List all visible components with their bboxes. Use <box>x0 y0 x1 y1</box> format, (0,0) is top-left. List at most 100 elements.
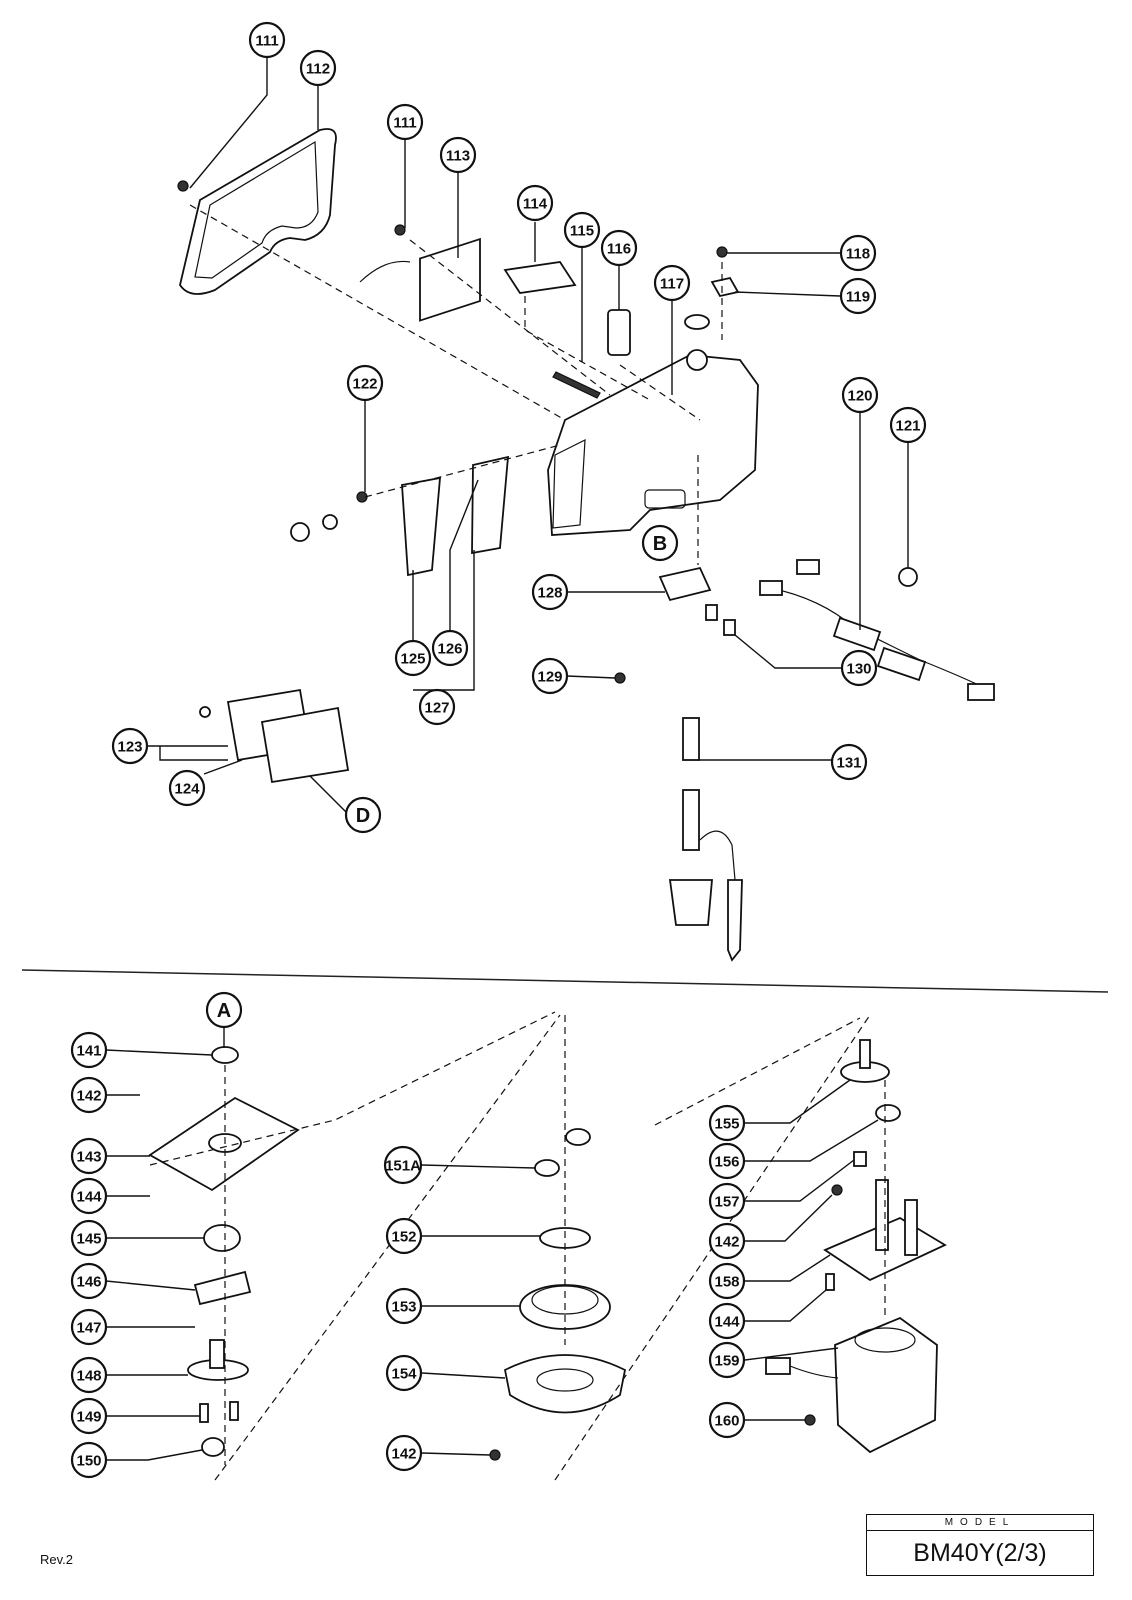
callout-number: 150 <box>76 1453 101 1470</box>
callout-number: 111 <box>255 33 278 50</box>
callout-circle <box>653 264 691 302</box>
callout-circle <box>70 1219 108 1257</box>
align-line-9 <box>214 1014 561 1481</box>
leader-156 <box>745 1119 879 1162</box>
callout-number: 117 <box>660 276 684 293</box>
callout-circle <box>439 136 477 174</box>
callout-147: 147 <box>70 1308 108 1346</box>
callout-144: 144 <box>70 1177 108 1215</box>
callout-142: 142 <box>385 1434 423 1472</box>
callout-142: 142 <box>70 1076 108 1114</box>
callout-d: D <box>344 796 382 834</box>
callout-123: 123 <box>111 727 149 765</box>
section-divider <box>21 969 1109 993</box>
callout-125: 125 <box>394 639 432 677</box>
callout-number: 114 <box>523 196 548 213</box>
callout-circle <box>708 1262 746 1300</box>
bearing-145 <box>203 1224 241 1252</box>
callout-number: 125 <box>400 651 425 668</box>
callout-number: 144 <box>714 1314 740 1331</box>
align-line-2 <box>409 239 611 396</box>
callout-number: 123 <box>117 739 142 756</box>
callout-b: B <box>641 524 679 562</box>
callout-number: 160 <box>714 1413 739 1430</box>
callout-circle <box>516 184 554 222</box>
callout-number: 119 <box>846 289 870 306</box>
motor-159 <box>834 1316 938 1454</box>
harness-120-sleeve <box>832 616 882 652</box>
callout-119: 119 <box>839 277 877 315</box>
callout-circle <box>70 1441 108 1479</box>
callout-124: 124 <box>168 769 206 807</box>
callout-circle <box>840 649 878 687</box>
callout-number: 157 <box>714 1194 739 1211</box>
align-line-4 <box>619 364 701 421</box>
callout-number: 143 <box>76 1149 101 1166</box>
circuit-board-113 <box>419 237 481 322</box>
leader-144b <box>745 1289 827 1322</box>
callout-number: 113 <box>446 148 470 165</box>
leader-130 <box>734 634 842 669</box>
callout-number: 128 <box>537 585 562 602</box>
callout-143: 143 <box>70 1137 108 1175</box>
ground-lug <box>727 879 743 962</box>
bearing-150 <box>201 1437 225 1457</box>
gasket-112-inner <box>194 140 319 279</box>
revision-label: Rev.2 <box>40 1552 73 1567</box>
callout-116: 116 <box>600 229 638 267</box>
align-line-1 <box>189 204 566 421</box>
callout-159: 159 <box>708 1341 746 1379</box>
pin-144-b <box>825 1273 835 1291</box>
callout-circle <box>839 277 877 315</box>
callout-circle <box>531 657 569 695</box>
callout-circle <box>708 1104 746 1142</box>
callout-114: 114 <box>516 184 554 222</box>
callout-142: 142 <box>708 1222 746 1260</box>
callout-149: 149 <box>70 1397 108 1435</box>
callout-circle <box>205 991 243 1029</box>
callout-113: 113 <box>439 136 477 174</box>
callout-circle <box>830 743 868 781</box>
callout-number: 112 <box>306 61 330 78</box>
callout-158: 158 <box>708 1262 746 1300</box>
cord-131 <box>682 717 700 761</box>
callout-number: 142 <box>391 1446 416 1463</box>
callout-circle <box>708 1142 746 1180</box>
leader-119 <box>734 291 841 297</box>
callout-number: 153 <box>391 1299 416 1316</box>
screw-129 <box>614 672 626 684</box>
callout-number: 155 <box>714 1116 739 1133</box>
cord-131-lower <box>682 789 700 851</box>
clip-121 <box>898 567 918 587</box>
callout-number: 120 <box>847 388 872 405</box>
callout-number: 158 <box>714 1274 739 1291</box>
callout-circle <box>839 234 877 272</box>
nut-left <box>290 522 310 542</box>
washer-left <box>322 514 338 530</box>
callout-number: 121 <box>895 418 920 435</box>
callout-number: 149 <box>76 1409 101 1426</box>
gear-151A-a <box>534 1159 560 1177</box>
callout-number: 116 <box>607 241 631 258</box>
callout-number: A <box>217 1000 231 1022</box>
leader-151A <box>421 1164 536 1169</box>
callout-number: 152 <box>391 1229 416 1246</box>
callout-circle <box>841 376 879 414</box>
board-wires <box>359 260 411 283</box>
callout-number: B <box>653 533 667 555</box>
leader-159 <box>744 1347 839 1361</box>
leader-155 <box>745 1079 851 1124</box>
callout-circle <box>346 364 384 402</box>
screw-115 <box>552 371 601 399</box>
nut-123 <box>199 706 211 718</box>
callout-155: 155 <box>708 1104 746 1142</box>
callout-122: 122 <box>346 364 384 402</box>
callout-120: 120 <box>841 376 879 414</box>
callout-number: 111 <box>393 115 416 132</box>
housing-154 <box>503 1354 627 1414</box>
ground-wire <box>699 830 736 881</box>
spacer-157 <box>853 1151 867 1167</box>
leader-126 <box>449 479 479 640</box>
flange-146 <box>193 1270 252 1306</box>
